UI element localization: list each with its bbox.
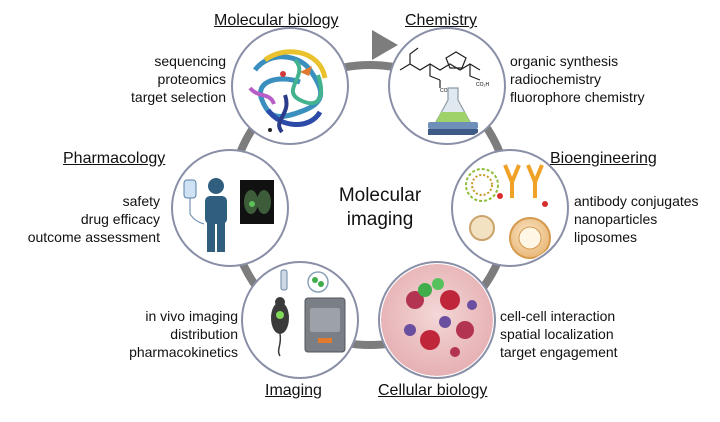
node-imaging-image (241, 261, 359, 379)
list-item: target engagement (500, 344, 618, 360)
node-items-cellular-biology: cell-cell interaction spatial localizati… (500, 307, 618, 361)
center-label: Molecular imaging (320, 184, 440, 232)
node-items-imaging: in vivo imaging distribution pharmacokin… (96, 307, 238, 361)
nanoparticle-antibody-liposome-icon (465, 164, 551, 259)
node-items-molecular-biology: sequencing proteomics target selection (130, 52, 226, 106)
node-title-bioengineering: Bioengineering (550, 150, 657, 167)
node-title-pharmacology: Pharmacology (63, 150, 166, 167)
node-bioengineering-image (451, 149, 569, 267)
node-pharmacology-image (171, 149, 289, 267)
node-molecular-biology-image (231, 27, 349, 145)
list-item: safety (122, 193, 160, 209)
list-item: sequencing (154, 53, 226, 69)
node-items-chemistry: organic synthesis radiochemistry fluorop… (510, 52, 645, 106)
list-item: liposomes (574, 229, 638, 245)
patient-iv-and-lung-scan-icon (183, 178, 274, 252)
list-item: proteomics (157, 71, 226, 87)
list-item: antibody conjugates (574, 193, 699, 209)
cycle-arrow-icon (372, 30, 398, 60)
list-item: organic synthesis (510, 53, 619, 69)
carboxyl-label: CO₂H (440, 88, 453, 94)
tissue-cells-icon (381, 264, 493, 376)
list-item: spatial localization (500, 326, 614, 342)
node-items-bioengineering: antibody conjugates nanoparticles liposo… (574, 192, 699, 246)
node-title-cellular-biology: Cellular biology (378, 382, 488, 399)
mouse-and-scanner-icon (271, 269, 346, 357)
molecule-and-flask-icon: CO₂H CO₂H (399, 47, 489, 135)
carboxyl-label: CO₂H (476, 82, 489, 88)
node-title-molecular-biology: Molecular biology (214, 12, 339, 29)
center-label-line-1: Molecular (338, 185, 422, 206)
node-chemistry-image: CO₂H CO₂H (388, 27, 506, 145)
node-title-imaging: Imaging (265, 382, 322, 399)
list-item: outcome assessment (27, 229, 160, 245)
list-item: distribution (170, 326, 238, 342)
list-item: radiochemistry (510, 71, 602, 87)
list-item: drug efficacy (80, 211, 160, 227)
node-items-pharmacology: safety drug efficacy outcome assessment (10, 192, 160, 246)
list-item: in vivo imaging (145, 308, 238, 324)
list-item: pharmacokinetics (129, 344, 238, 360)
protein-structure-icon (248, 49, 328, 134)
list-item: fluorophore chemistry (510, 89, 645, 105)
node-title-chemistry: Chemistry (405, 12, 478, 29)
list-item: cell-cell interaction (500, 308, 616, 324)
list-item: nanoparticles (574, 211, 658, 227)
center-label-line-2: imaging (346, 209, 414, 230)
list-item: target selection (131, 89, 226, 105)
node-cellular-biology-image (378, 261, 496, 379)
